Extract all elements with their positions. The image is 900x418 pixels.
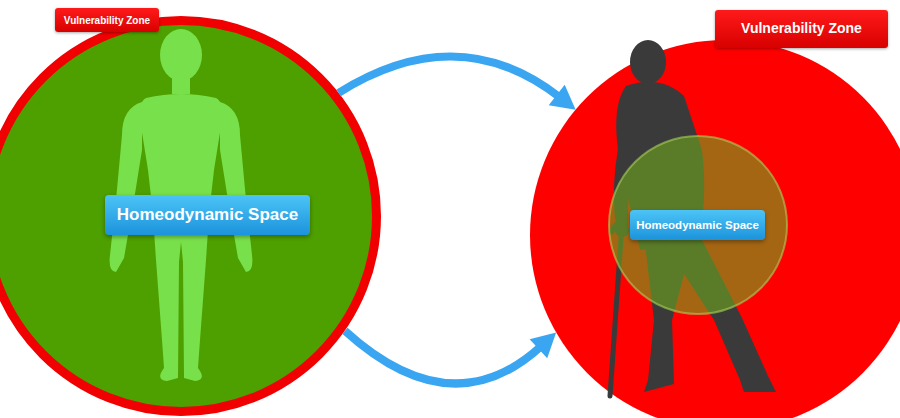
- arrow-head: [549, 85, 576, 110]
- homeodynamic-circle: Homeodynamic Space: [608, 135, 788, 315]
- homeodynamic-label: Homeodynamic Space: [105, 195, 310, 235]
- zone-tag: Vulnerability Zone: [55, 8, 159, 32]
- curved-arrow: [345, 331, 556, 384]
- vulnerability-zone-circle: Vulnerability ZoneHomeodynamic Space: [530, 40, 900, 418]
- homeodynamic-box: Homeodynamic Space: [105, 195, 310, 235]
- arrow-line: [345, 331, 542, 384]
- curved-arrow: [339, 57, 576, 110]
- circle-shape: [609, 136, 787, 314]
- arrow-line: [339, 57, 560, 98]
- zone-tag: Vulnerability Zone: [715, 10, 888, 48]
- homeodynamic-label: Homeodynamic Space: [630, 210, 765, 240]
- circle-shape: [530, 40, 900, 418]
- vulnerability-zone-circle: Vulnerability ZoneHomeodynamic Space: [0, 16, 381, 416]
- circle-shape: [0, 21, 377, 412]
- arrow-head: [530, 333, 556, 359]
